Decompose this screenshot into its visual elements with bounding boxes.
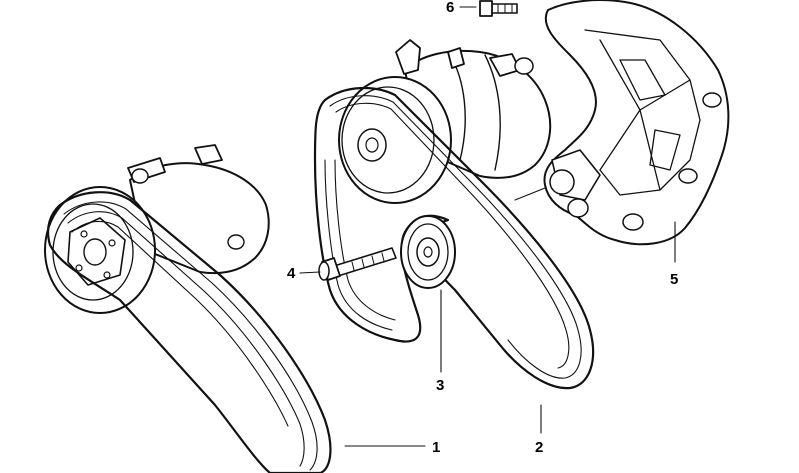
hex-bolt[interactable] — [318, 247, 397, 281]
callout-4[interactable]: 4 — [287, 265, 296, 282]
alternator-pulley — [44, 186, 156, 314]
leader-4 — [299, 271, 321, 274]
tensioner-pulley[interactable] — [400, 215, 456, 289]
leader-lines — [299, 6, 676, 447]
callout-5[interactable]: 5 — [670, 271, 679, 288]
callout-3[interactable]: 3 — [436, 377, 445, 394]
leader-bracket-link — [514, 187, 546, 201]
compressor-pulley — [338, 76, 452, 204]
callout-2[interactable]: 2 — [535, 439, 544, 456]
callout-1[interactable]: 1 — [432, 439, 441, 456]
compressor-bracket[interactable] — [543, 0, 730, 246]
callout-6[interactable]: 6 — [446, 0, 455, 16]
bracket-bolt[interactable] — [479, 0, 518, 17]
alternator — [127, 144, 270, 275]
belt-ribbed[interactable] — [313, 86, 595, 390]
